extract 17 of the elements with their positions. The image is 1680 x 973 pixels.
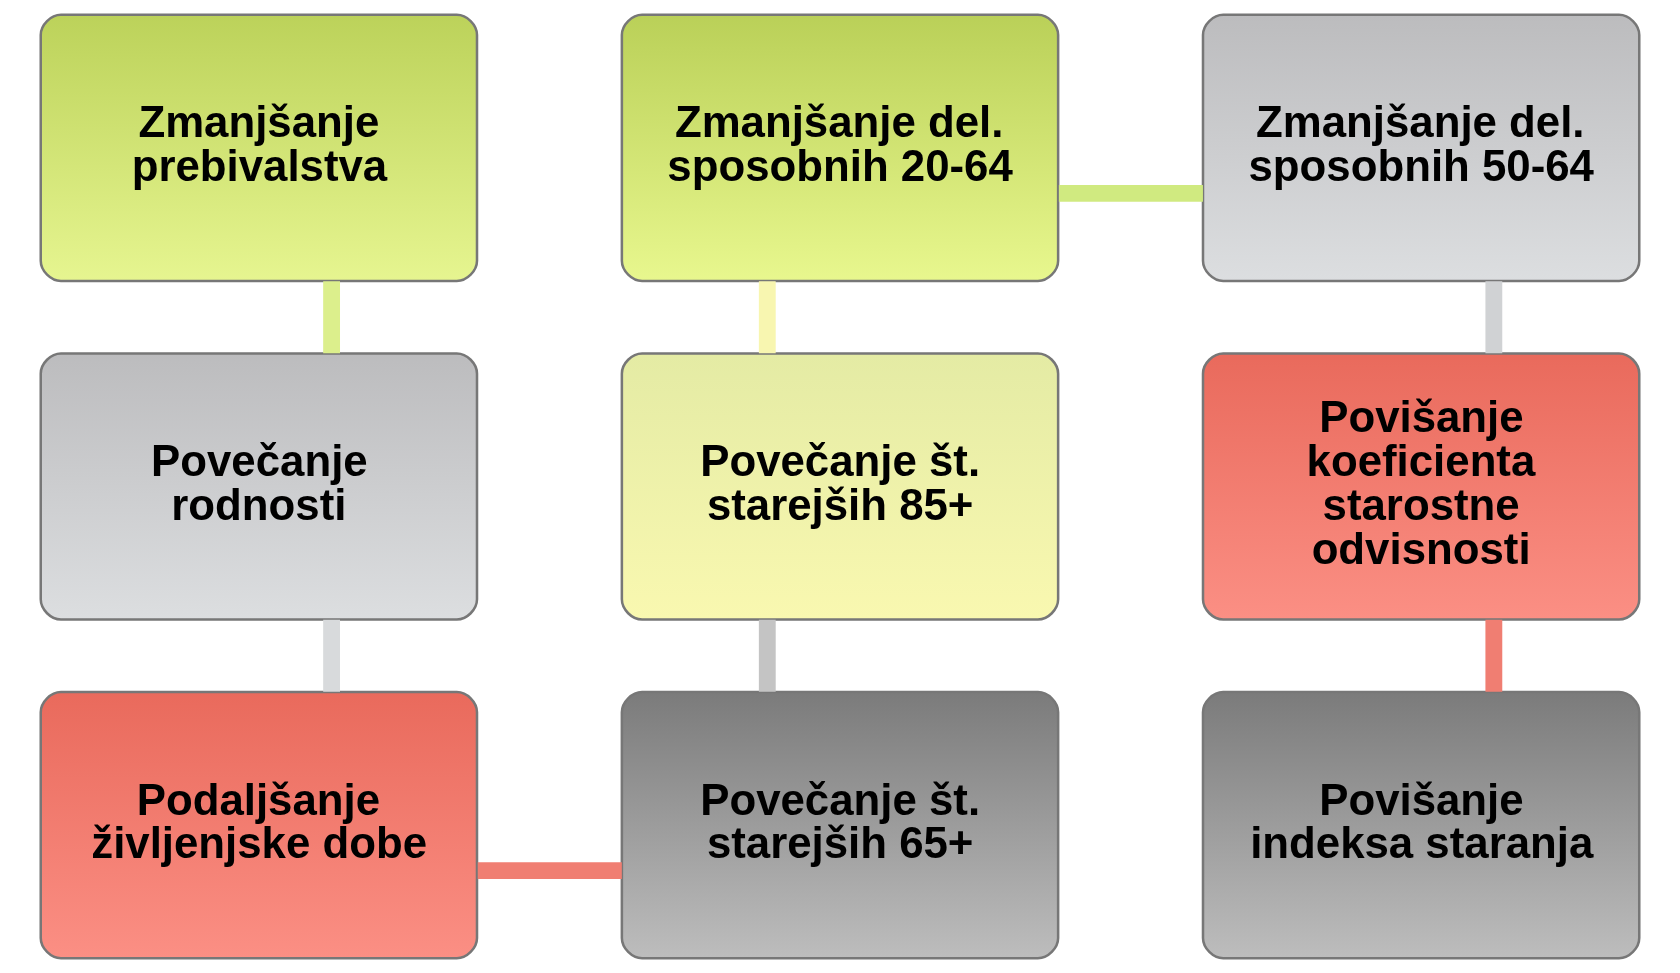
connector [323,281,340,354]
connector [758,281,776,354]
connector [323,619,340,692]
node-box: Povišanje koeficienta starostne odvisnosti [1201,352,1641,621]
node-box: Povečanje št. starejših 85+ [620,352,1060,621]
node-box: Povečanje št. starejših 65+ [620,690,1060,960]
node-box: Zmanjšanje del. sposobnih 50-64 [1201,13,1641,283]
node-box: Podaljšanje življenjske dobe [39,690,479,960]
node-box: Povišanje indeksa staranja [1201,690,1641,960]
node-box: Povečanje rodnosti [39,352,479,621]
node-box: Zmanjšanje del. sposobnih 20-64 [620,13,1060,283]
connector [1485,281,1503,354]
connector [477,862,622,879]
connector [1485,619,1503,692]
connector [1058,185,1203,202]
node-box: Zmanjšanje prebivalstva [39,13,479,283]
connector [758,619,776,692]
